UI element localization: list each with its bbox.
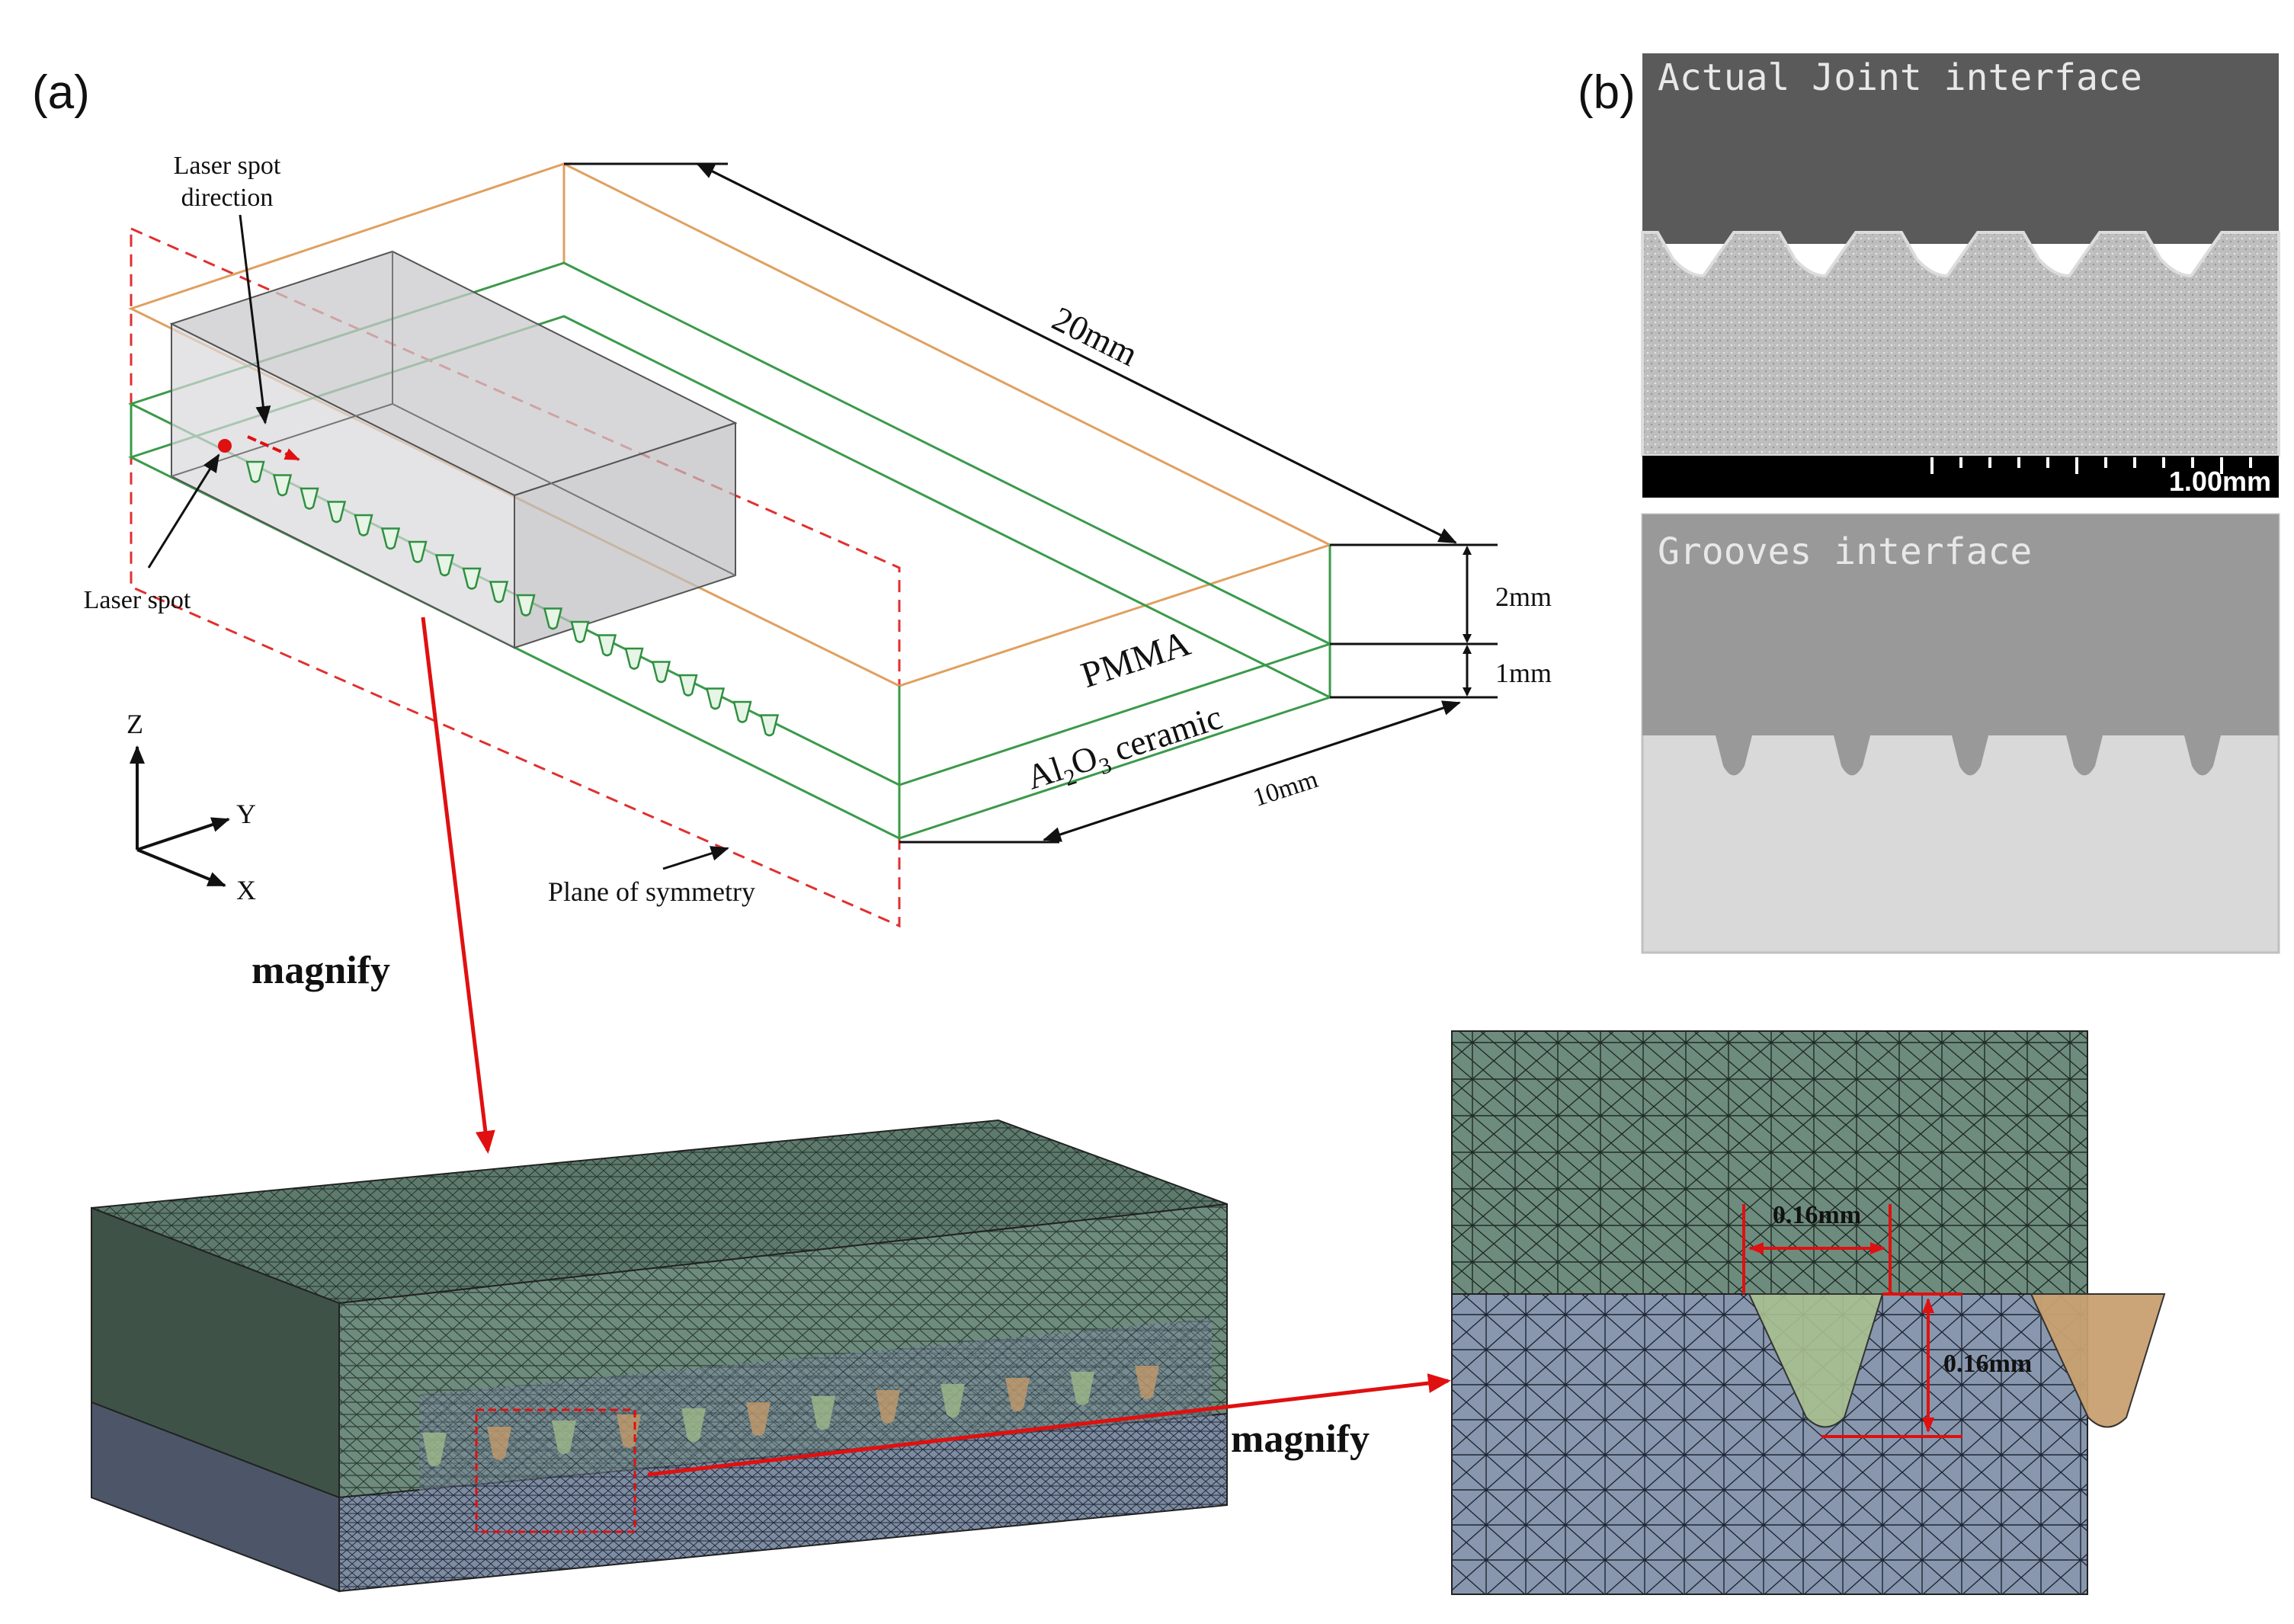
laser-spot-direction-line1: Laser spot [174, 152, 281, 180]
mesh-groove [811, 1396, 835, 1430]
sem-scale-ticks [1930, 457, 2252, 474]
mesh-groove [487, 1427, 511, 1460]
mesh-groove [746, 1402, 771, 1436]
grooves-model-top [1642, 514, 2279, 776]
groove-cone [380, 527, 401, 550]
panel-a-label: (a) [32, 66, 90, 119]
dim-ceramic-thickness: 1mm [1495, 658, 1552, 688]
laser-block [169, 250, 738, 649]
laser-spot-pointer [147, 453, 220, 569]
groove-cone [597, 634, 617, 657]
laser-spot-direction-line2: direction [181, 184, 274, 212]
groove-cone [624, 647, 644, 670]
mesh-groove [681, 1408, 706, 1442]
mesh-groove [552, 1421, 576, 1454]
mesh-groove [1070, 1372, 1094, 1405]
groove-cone [272, 474, 293, 497]
mesh-groove [1005, 1378, 1030, 1411]
laser-direction-arrow [247, 435, 300, 461]
zoom-mesh: 0.16mm 0.16mm [1451, 1030, 2166, 1595]
groove-cone [759, 714, 780, 737]
coordinate-axes [130, 745, 230, 887]
groove-cone [326, 501, 347, 524]
groove-cone [651, 661, 671, 684]
mesh-groove [876, 1390, 900, 1424]
sem-title: Actual Joint interface [1658, 56, 2142, 99]
groove-cone [732, 700, 752, 723]
groove-cone [408, 540, 428, 563]
grooves-title: Grooves interface [1658, 530, 2032, 573]
groove-cone [489, 581, 509, 604]
dimension-2mm-1mm [1330, 543, 1498, 699]
groove-cone [543, 607, 563, 630]
mesh-groove [1135, 1366, 1159, 1399]
groove-cone [570, 620, 590, 643]
panel-a-label-group: (a) [32, 66, 90, 119]
plane-of-symmetry-label: Plane of symmetry [548, 876, 755, 907]
groove-cone [300, 487, 319, 510]
mesh-block [91, 1119, 1228, 1593]
mesh-groove [422, 1433, 447, 1466]
magnify-box [475, 1408, 636, 1533]
panel-b-label: (b) [1578, 66, 1636, 119]
groove-row [245, 460, 780, 737]
groove-width-label: 0.16mm [1773, 1201, 1861, 1229]
groove-cone [245, 460, 265, 483]
laser-spot-label: Laser spot [84, 586, 191, 614]
laser-spot-group: Laser spot direction Laser spot [84, 152, 300, 614]
dim-pmma-thickness: 2mm [1495, 581, 1552, 612]
dim-width-label: 10mm [1250, 765, 1322, 812]
magnify-label-1: magnify [252, 949, 390, 992]
laser-spot-dot [218, 439, 232, 453]
pmma-label: PMMA [1076, 623, 1195, 696]
magnify-label-2: magnify [1231, 1417, 1370, 1461]
axis-z-label: Z [127, 709, 143, 739]
groove-cone [705, 687, 726, 710]
axis-y-label: Y [236, 799, 256, 829]
groove-green [1748, 1293, 1884, 1428]
groove-depth-label: 0.16mm [1943, 1350, 2032, 1378]
grooves-model-image: Grooves interface [1641, 513, 2280, 954]
magnify-arrow-2 [647, 1373, 1451, 1477]
sem-substrate [1641, 231, 2280, 457]
sem-background-top [1642, 53, 2279, 244]
zoom-mesh-bottom [1451, 1293, 2088, 1595]
zoom-mesh-top [1451, 1030, 2088, 1295]
laser-direction-pointer [239, 214, 271, 424]
mesh-groove [940, 1384, 965, 1417]
ceramic-label: Al2O3 ceramic [1022, 697, 1229, 802]
sem-image: Actual Joint interface 1.00mm [1641, 53, 2280, 498]
symmetry-pointer [662, 846, 729, 870]
sem-scale-label: 1.00mm [2169, 466, 2271, 497]
groove-cone [678, 674, 698, 697]
groove-cone [354, 514, 373, 537]
axis-x-label: X [236, 875, 256, 905]
groove-tan [2030, 1293, 2166, 1428]
groove-cone [516, 594, 536, 617]
magnify-arrow-1 [421, 617, 495, 1154]
groove-cone [462, 567, 482, 590]
mesh-groove-row [422, 1366, 1159, 1466]
groove-cone [434, 554, 455, 577]
